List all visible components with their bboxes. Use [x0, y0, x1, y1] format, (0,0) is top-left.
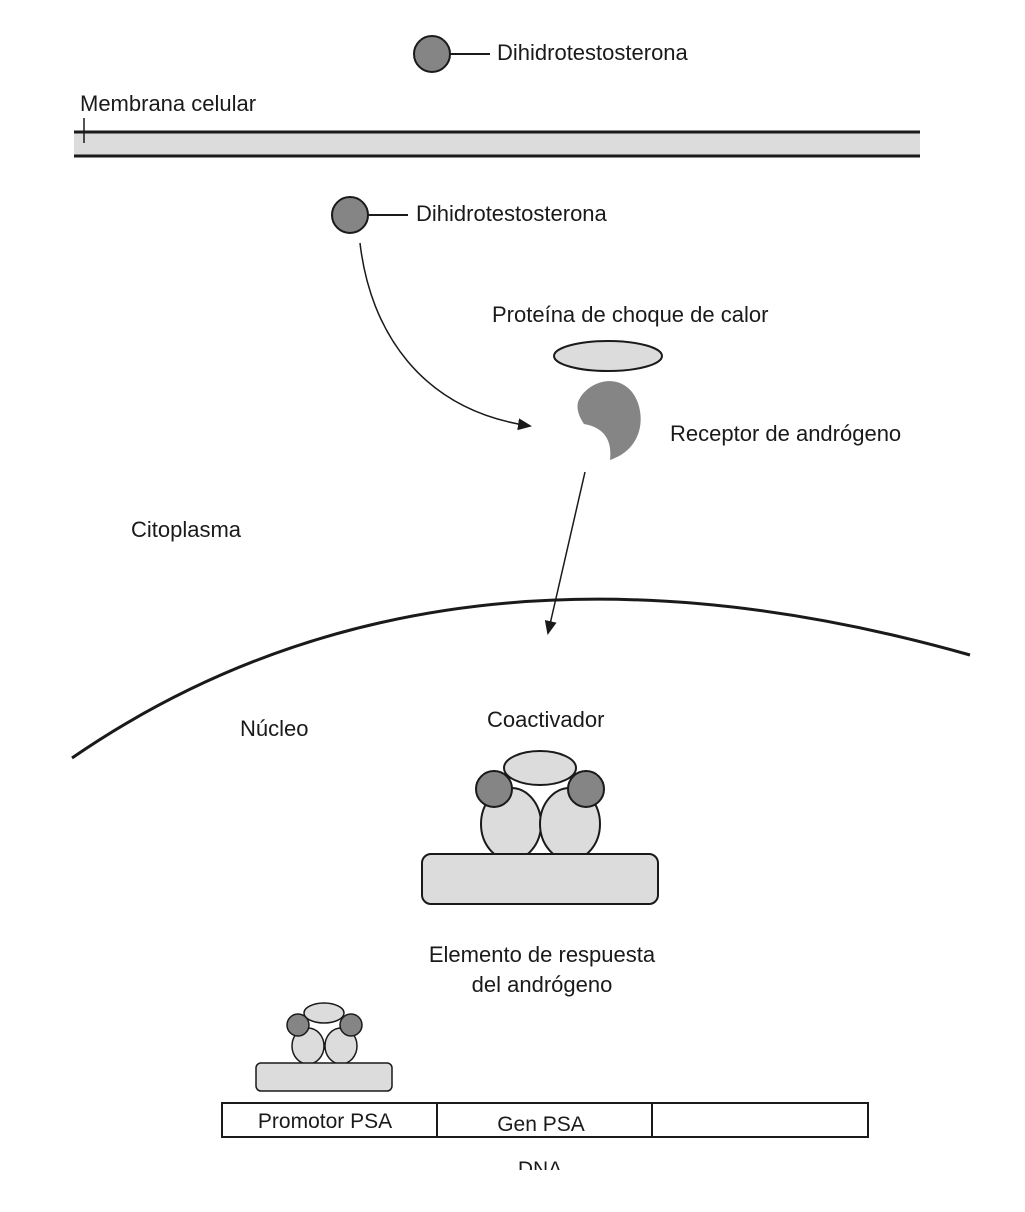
- small-dht-left-icon: [286, 1013, 310, 1037]
- dht-inside-group: Dihidrotestosterona: [331, 196, 608, 234]
- heat-shock-protein-icon: [553, 340, 663, 372]
- heat-shock-protein-group: Proteína de choque de calor: [492, 302, 768, 372]
- receptor-to-nucleus-arrow: [544, 471, 586, 635]
- androgen-receptor-icon: [577, 381, 641, 460]
- coactivator-label: Coactivador: [487, 707, 604, 732]
- dna-strip: Promotor PSA Gen PSA: [221, 1102, 869, 1138]
- dht-outside-group: Dihidrotestosterona: [413, 35, 689, 73]
- dna-label-group: DNA: [518, 1158, 562, 1181]
- response-element-label-line2: del andrógeno: [472, 972, 613, 997]
- membrane-label: Membrana celular: [80, 91, 256, 116]
- response-element-label-group: Elemento de respuesta del andrógeno: [429, 942, 656, 997]
- coactivator-icon: [503, 750, 577, 786]
- androgen-receptor-group: Receptor de andrógeno: [577, 381, 901, 460]
- nuclear-envelope: [71, 597, 971, 760]
- dna-label: DNA: [518, 1158, 562, 1181]
- small-coactivator-icon: [303, 1002, 345, 1024]
- dna-strip-outline: [221, 1102, 869, 1138]
- dht-molecule-outside-icon: [413, 35, 451, 73]
- gene-label: Gen PSA: [497, 1113, 585, 1136]
- dht-inside-label: Dihidrotestosterona: [416, 201, 608, 226]
- coactivator-complex-small: [255, 1002, 393, 1092]
- cell-membrane: [74, 132, 920, 156]
- coactivator-complex-large: Coactivador: [421, 707, 659, 905]
- androgen-receptor-label: Receptor de andrógeno: [670, 421, 901, 446]
- dht-bound-right-icon: [567, 770, 605, 808]
- cell-membrane-group: Membrana celular: [74, 91, 920, 158]
- response-element-label-line1: Elemento de respuesta: [429, 942, 656, 967]
- heat-shock-protein-label: Proteína de choque de calor: [492, 302, 768, 327]
- small-dht-right-icon: [339, 1013, 363, 1037]
- cytoplasm-label: Citoplasma: [131, 517, 242, 542]
- response-element-block: [421, 853, 659, 905]
- dht-to-receptor-arrow: [359, 242, 532, 431]
- nucleus-label: Núcleo: [240, 716, 308, 741]
- dht-molecule-inside-icon: [331, 196, 369, 234]
- dht-outside-label: Dihidrotestosterona: [497, 40, 689, 65]
- small-response-element-block: [255, 1062, 393, 1092]
- dht-bound-left-icon: [475, 770, 513, 808]
- promoter-label: Promotor PSA: [258, 1110, 392, 1133]
